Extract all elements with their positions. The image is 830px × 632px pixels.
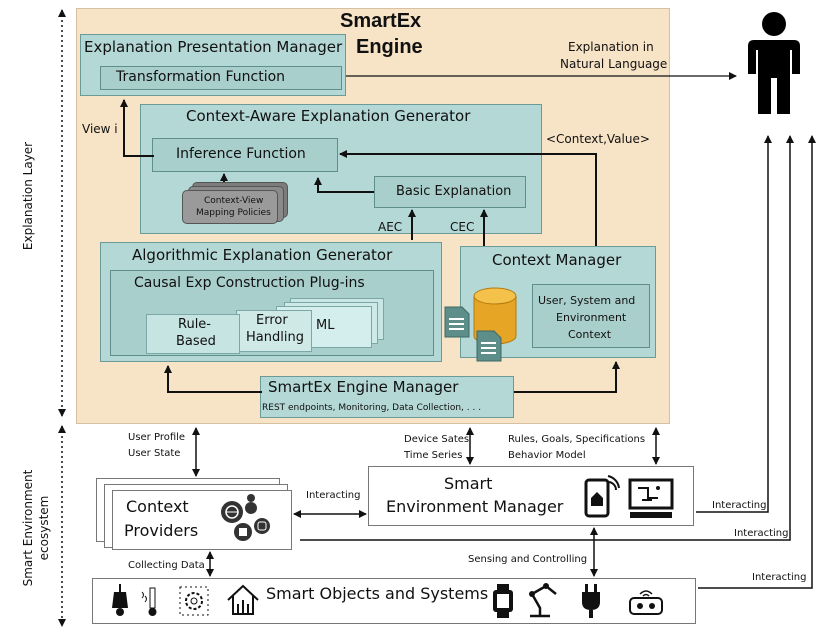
aec-label: AEC <box>378 220 403 234</box>
plug-icon <box>582 584 600 618</box>
document-icon <box>444 306 470 338</box>
inference-function-box <box>152 138 338 172</box>
plugin-error-line2: Handling <box>246 330 304 345</box>
plugin-rule-line1: Rule- <box>178 317 211 332</box>
user-profile-label: User Profile <box>128 432 186 443</box>
engine-manager-subtitle: REST endpoints, Monitoring, Data Collect… <box>262 403 482 413</box>
smartphone-home-icon <box>584 475 620 518</box>
engine-title-line1: SmartEx <box>340 10 422 32</box>
behavior-model-label: Behavior Model <box>508 450 586 461</box>
context-types-line1: User, System and <box>538 294 636 307</box>
user-state-label: User State <box>128 448 181 459</box>
engine-manager-title: SmartEx Engine Manager <box>268 378 459 396</box>
context-providers-line1: Context <box>126 497 189 516</box>
context-manager-title: Context Manager <box>492 251 622 269</box>
plugin-error-box <box>236 310 312 352</box>
transformation-function-box <box>100 66 342 90</box>
smart-objects-title: Smart Objects and Systems <box>266 584 489 603</box>
cec-label: CEC <box>450 220 475 234</box>
interacting-label-mid: Interacting <box>734 528 789 539</box>
document-icon-2 <box>476 330 502 362</box>
basic-explanation-label: Basic Explanation <box>396 184 512 199</box>
speaker-device-icon <box>629 590 663 615</box>
basic-explanation-box <box>374 176 526 208</box>
sensing-controlling-label: Sensing and Controlling <box>468 554 588 565</box>
gear-icon <box>179 586 209 616</box>
engine-title-line2: Engine <box>356 36 423 58</box>
plugin-ml-label: ML <box>316 318 335 333</box>
interacting-label-objects: Interacting <box>752 572 807 583</box>
plugin-rule-line2: Based <box>176 334 216 349</box>
context-types-box <box>532 284 650 348</box>
inference-function-label: Inference Function <box>176 146 306 162</box>
plugin-rule-box <box>146 314 240 354</box>
collecting-data-label: Collecting Data <box>128 560 205 571</box>
causal-plugins-label: Causal Exp Construction Plug-ins <box>134 275 365 291</box>
view-i-label: View i <box>82 122 118 136</box>
context-types-line3: Context <box>568 328 612 341</box>
explanation-generator-title: Context-Aware Explanation Generator <box>186 107 471 125</box>
device-states-label: Device Sates <box>404 434 470 445</box>
user-icon <box>748 12 800 114</box>
smart-home-icon <box>227 584 259 615</box>
transformation-function-label: Transformation Function <box>116 69 286 85</box>
context-value-label: <Context,Value> <box>546 132 650 146</box>
robot-arm-icon <box>529 583 557 618</box>
environment-manager-line2: Environment Manager <box>386 497 564 516</box>
interacting-label-manager: Interacting <box>712 500 767 511</box>
social-media-icons <box>221 494 270 541</box>
context-types-line2: Environment <box>556 311 627 324</box>
interacting-label-providers: Interacting <box>306 490 361 501</box>
time-series-label: Time Series <box>404 450 463 461</box>
explanation-nl-line2: Natural Language <box>560 57 668 71</box>
presentation-manager-title: Explanation Presentation Manager <box>84 38 343 56</box>
computer-monitor-icon <box>628 478 674 518</box>
thermometer-icon <box>141 587 157 616</box>
rules-goals-label: Rules, Goals, Specifications <box>508 434 646 445</box>
algorithmic-generator-title: Algorithmic Explanation Generator <box>132 246 393 264</box>
context-providers-line2: Providers <box>124 521 199 540</box>
environment-manager-line1: Smart <box>444 474 493 493</box>
policies-line1: Context-View <box>204 196 264 206</box>
plugin-error-line1: Error <box>256 313 288 328</box>
smartwatch-icon <box>493 584 513 618</box>
explanation-nl-line1: Explanation in <box>568 40 654 54</box>
engine-manager-box <box>260 376 514 418</box>
bulb-icon <box>112 584 128 616</box>
policy-stack-front <box>182 190 278 224</box>
policies-line2: Mapping Policies <box>196 208 271 218</box>
